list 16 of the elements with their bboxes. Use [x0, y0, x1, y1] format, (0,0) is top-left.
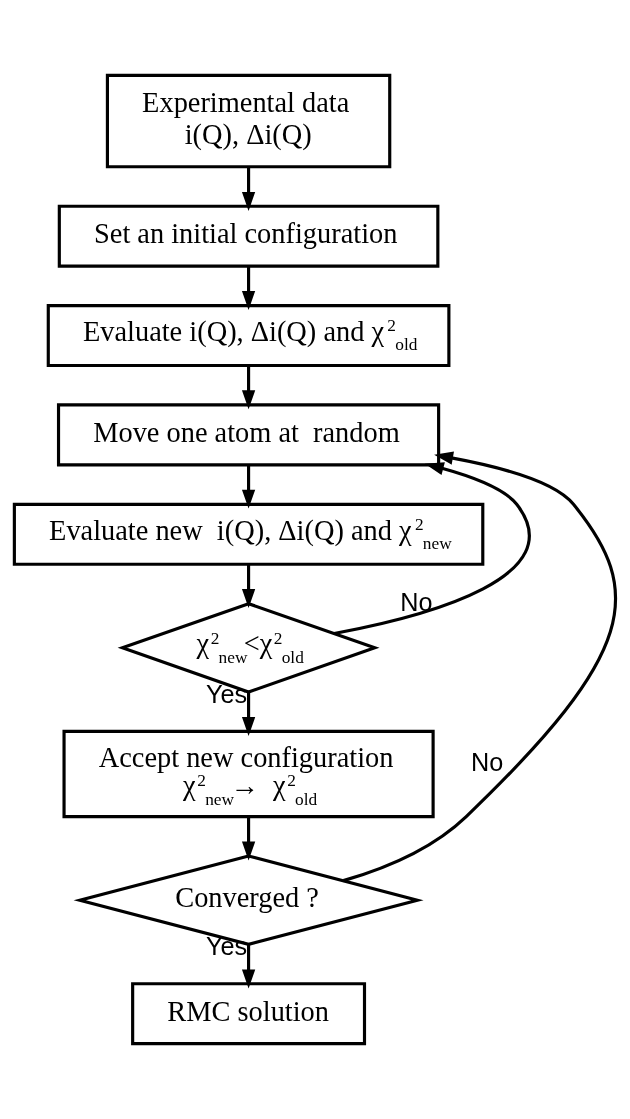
edge-label: No	[400, 587, 433, 616]
arrow	[241, 564, 256, 609]
node-box: Set an initial configuration	[57, 204, 440, 268]
arrow	[342, 451, 617, 883]
arrow	[241, 266, 256, 310]
arrow	[333, 462, 531, 636]
node-box: Experimental data i(Q), Δi(Q)	[105, 73, 392, 169]
arrow	[241, 817, 256, 861]
edge-label: No	[470, 747, 504, 776]
arrow	[241, 465, 256, 509]
arrow	[241, 692, 256, 737]
arrow	[241, 366, 256, 410]
node-box: Move one atom at random	[56, 403, 441, 467]
arrow	[241, 166, 256, 211]
arrow	[241, 944, 256, 989]
node-box: RMC solution	[131, 982, 367, 1046]
